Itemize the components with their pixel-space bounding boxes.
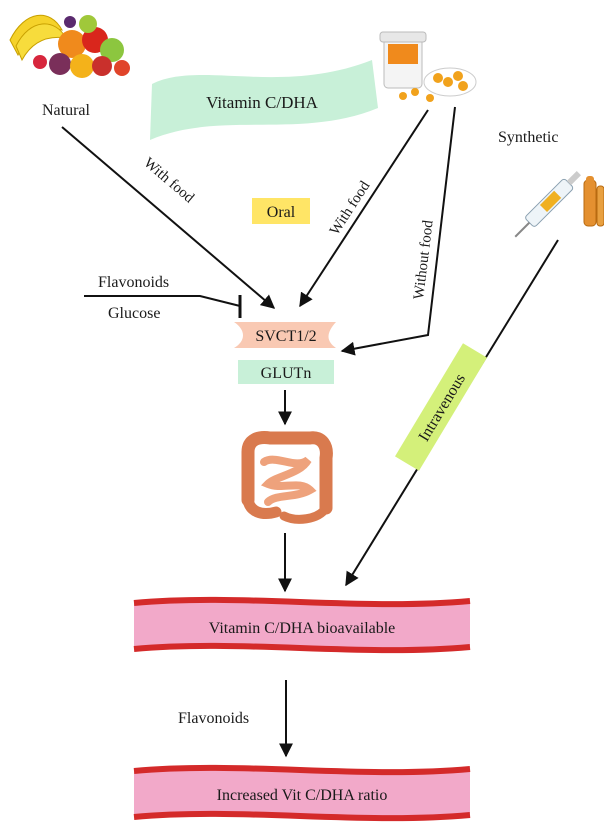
pill-bottle-icon xyxy=(380,32,476,102)
svct-label: SVCT1/2 xyxy=(255,328,316,345)
vitamin-banner-label: Vitamin C/DHA xyxy=(206,93,319,112)
fruit-basket-icon xyxy=(10,15,130,78)
natural-label: Natural xyxy=(42,102,91,119)
syringe-ampoule-icon xyxy=(510,168,604,242)
bioavailable-vessel: Vitamin C/DHA bioavailable xyxy=(134,600,470,650)
with-food-natural-label: With food xyxy=(140,155,197,207)
intravenous-box: Intravenous xyxy=(395,343,487,471)
glut-label: GLUTn xyxy=(261,365,312,382)
synthetic-label: Synthetic xyxy=(498,129,558,146)
inhibitor-flavonoids-label: Flavonoids xyxy=(98,274,169,291)
intestine-icon xyxy=(248,438,326,520)
ratio-vessel: Increased Vit C/DHA ratio xyxy=(134,768,470,818)
bioavailable-label: Vitamin C/DHA bioavailable xyxy=(209,620,396,637)
without-food-arrow xyxy=(342,107,455,351)
flavonoids-effect-label: Flavonoids xyxy=(178,710,249,727)
inhibitor-glucose-label: Glucose xyxy=(108,305,160,322)
supplement-with-food-arrow xyxy=(300,110,428,306)
oral-label: Oral xyxy=(267,204,296,221)
ratio-label: Increased Vit C/DHA ratio xyxy=(217,787,388,804)
